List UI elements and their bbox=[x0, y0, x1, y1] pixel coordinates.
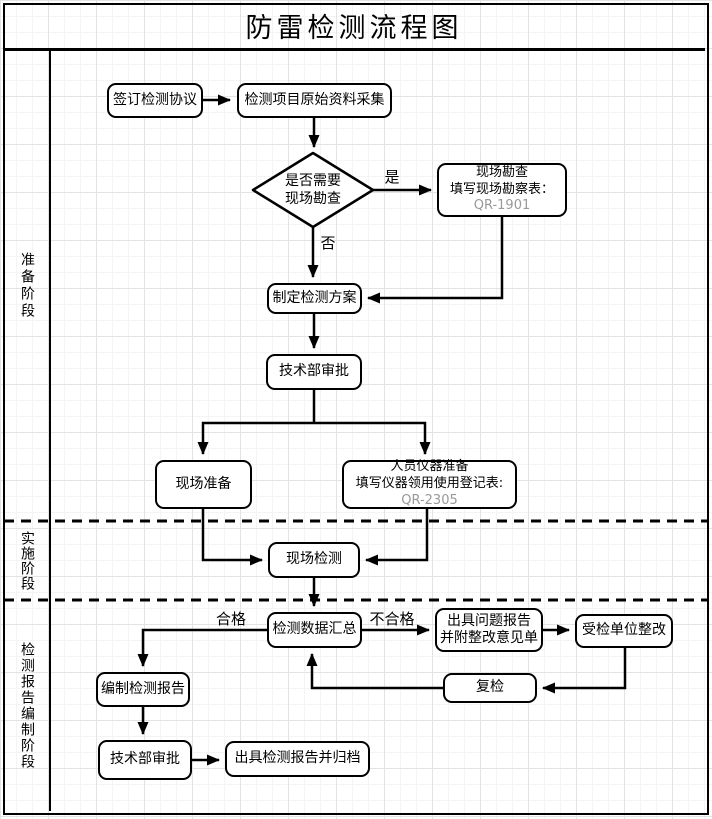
decision-line1: 是否需要 bbox=[285, 172, 341, 189]
equip-line2: 填写仪器领用使用登记表: bbox=[355, 476, 504, 492]
phase-label-preparation: 准备阶段 bbox=[19, 252, 35, 320]
node-decision-need-survey: 是否需要 现场勘查 bbox=[253, 153, 373, 227]
node-collect-data: 检测项目原始资料采集 bbox=[237, 83, 392, 118]
survey-form-code: QR-1901 bbox=[473, 198, 531, 214]
edge-label-qualified: 合格 bbox=[215, 610, 246, 628]
phase-label-implementation: 实施阶段 bbox=[19, 530, 35, 591]
edge-label-no: 否 bbox=[320, 234, 336, 252]
node-sign-agreement: 签订检测协议 bbox=[107, 83, 203, 118]
node-data-summary: 检测数据汇总 bbox=[267, 612, 362, 648]
node-recheck: 复检 bbox=[443, 673, 537, 703]
decision-line2: 现场勘查 bbox=[285, 191, 341, 207]
edge-label-unqualified: 不合格 bbox=[369, 610, 415, 628]
problem-line2: 并附整改意见单 bbox=[440, 630, 538, 646]
node-problem-report: 出具问题报告 并附整改意见单 bbox=[435, 608, 543, 652]
outer-frame bbox=[3, 3, 709, 815]
node-personnel-equipment-prep: 人员仪器准备 填写仪器领用使用登记表: QR-2305 bbox=[342, 459, 517, 509]
equip-line1: 人员仪器准备 bbox=[390, 459, 469, 475]
node-issue-report: 出具检测报告并归档 bbox=[225, 741, 370, 777]
equip-form-code: QR-2305 bbox=[401, 492, 458, 508]
node-unit-rectify: 受检单位整改 bbox=[575, 614, 673, 648]
edge-label-yes: 是 bbox=[384, 168, 400, 186]
node-tech-approval-1: 技术部审批 bbox=[266, 354, 362, 390]
node-make-plan: 制定检测方案 bbox=[267, 283, 362, 314]
node-compile-report: 编制检测报告 bbox=[96, 672, 190, 707]
node-site-survey: 现场勘查 填写现场勘察表： QR-1901 bbox=[437, 163, 567, 217]
page-title: 防雷检测流程图 bbox=[3, 3, 705, 51]
survey-line1: 现场勘查 bbox=[475, 164, 528, 180]
phase-label-report: 检测报告编制阶段 bbox=[19, 641, 35, 770]
survey-line2: 填写现场勘察表： bbox=[449, 181, 554, 197]
node-tech-approval-2: 技术部审批 bbox=[98, 740, 192, 780]
problem-line1: 出具问题报告 bbox=[447, 612, 531, 629]
node-site-detection: 现场检测 bbox=[268, 542, 360, 578]
node-site-prep: 现场准备 bbox=[155, 460, 252, 509]
